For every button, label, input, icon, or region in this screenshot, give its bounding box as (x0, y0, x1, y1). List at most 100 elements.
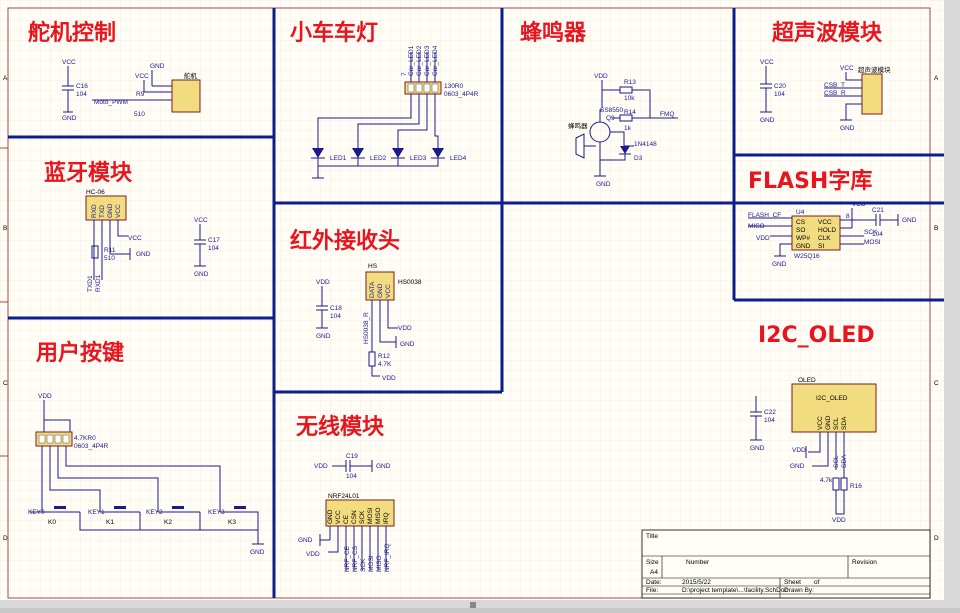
svg-text:C19: C19 (346, 453, 358, 460)
car-lights-circuit: 7 Car_LED1 Car_LED2 Car_LED3 Car_LED4 13… (311, 45, 479, 179)
svg-text:VDD: VDD (792, 447, 806, 454)
ultrasonic-circuit: VCC C20 104 GND VCC 超声波模块 CSB_T CSB_R GN… (760, 59, 891, 132)
svg-text:HS0038: HS0038 (398, 279, 422, 286)
svg-text:HS0038_R: HS0038_R (363, 312, 370, 344)
keys-circuit: VDD 4.7KR0 0603_4P4R KEY0 KEY1 KEY2 KEY3… (28, 393, 265, 556)
svg-text:舵机: 舵机 (184, 71, 198, 80)
svg-text:Car_LED3: Car_LED3 (424, 45, 431, 76)
svg-text:VCC: VCC (335, 510, 342, 524)
svg-text:MISO: MISO (375, 507, 382, 524)
svg-text:K3: K3 (228, 519, 236, 526)
svg-text:VDD: VDD (398, 325, 412, 332)
svg-text:D: D (934, 535, 939, 542)
svg-text:MOSI: MOSI (864, 239, 881, 246)
svg-text:104: 104 (346, 473, 357, 480)
title-block-revision-label: Revision (852, 559, 877, 566)
svg-text:WP#: WP# (796, 235, 810, 242)
svg-text:CSB_T: CSB_T (824, 82, 845, 89)
svg-text:GND: GND (796, 243, 811, 250)
title-ultrasonic: 超声波模块 (772, 21, 883, 46)
svg-text:K2: K2 (164, 519, 172, 526)
svg-text:GND: GND (327, 509, 334, 524)
svg-text:7: 7 (401, 72, 408, 76)
svg-text:C21: C21 (872, 207, 884, 214)
title-block-file-value: D:\project template\...\facility.SchDoc (682, 587, 788, 594)
svg-text:HC-06: HC-06 (86, 189, 105, 196)
svg-text:VCC: VCC (840, 65, 854, 72)
svg-text:4.7k: 4.7k (820, 477, 833, 484)
border-row-labels: A B C D A B C D (3, 75, 939, 542)
wireless-circuit: VDD C19 104 GND NRF24L01 GND VCC CE CSN … (298, 453, 395, 572)
svg-text:130R0: 130R0 (444, 83, 464, 90)
svg-text:GND: GND (825, 415, 832, 430)
row-label-a: A (3, 75, 8, 82)
svg-text:VDD: VDD (594, 73, 608, 80)
svg-text:Car_LED4: Car_LED4 (432, 45, 439, 76)
svg-text:GND: GND (150, 63, 165, 70)
svg-text:KEY1: KEY1 (88, 509, 105, 516)
svg-text:CLK: CLK (818, 235, 831, 242)
svg-text:NRF24L01: NRF24L01 (328, 493, 360, 500)
svg-text:GND: GND (377, 283, 384, 298)
svg-text:VDD: VDD (306, 551, 320, 558)
svg-text:VDD: VDD (316, 279, 330, 286)
svg-text:GND: GND (107, 203, 114, 218)
svg-text:C17: C17 (208, 237, 220, 244)
svg-text:C18: C18 (330, 305, 342, 312)
svg-text:1N4148: 1N4148 (634, 141, 657, 148)
svg-text:U4: U4 (796, 209, 805, 216)
svg-text:C16: C16 (76, 83, 88, 90)
svg-text:SDA: SDA (841, 454, 848, 468)
svg-text:GND: GND (400, 341, 415, 348)
title-bluetooth: 蓝牙模块 (44, 161, 133, 186)
svg-text:SCK: SCK (864, 229, 878, 236)
svg-text:104: 104 (330, 313, 341, 320)
svg-text:0603_4P4R: 0603_4P4R (444, 91, 479, 98)
svg-text:VCC: VCC (62, 59, 76, 66)
svg-text:VCC: VCC (818, 219, 832, 226)
svg-text:VDD: VDD (38, 393, 52, 400)
svg-text:蜂鸣器: 蜂鸣器 (568, 121, 588, 130)
svg-text:8: 8 (846, 213, 850, 220)
svg-text:KEY0: KEY0 (28, 509, 45, 516)
svg-text:MOSI: MOSI (368, 555, 375, 572)
svg-text:SI: SI (818, 243, 824, 250)
title-block-title-label: Title (646, 533, 658, 540)
title-block-date-label: Date: (646, 579, 662, 586)
svg-text:VCC: VCC (385, 284, 392, 298)
svg-text:C: C (934, 380, 939, 387)
svg-text:R14: R14 (624, 109, 636, 116)
buzzer-circuit: VDD R13 10k SS8550 Q9 R14 1k FMQ 蜂鸣器 1N4… (568, 73, 678, 188)
svg-text:VCC: VCC (817, 416, 824, 430)
svg-text:GND: GND (194, 271, 209, 278)
svg-text:GND: GND (298, 537, 313, 544)
svg-text:NRF_CS: NRF_CS (352, 545, 359, 572)
svg-text:104: 104 (872, 231, 883, 238)
svg-text:4.7KR0: 4.7KR0 (74, 435, 96, 442)
svg-text:GND: GND (790, 463, 805, 470)
title-servo: 舵机控制 (28, 20, 116, 46)
title-block-number-label: Number (686, 559, 710, 566)
svg-text:CSB_R: CSB_R (824, 90, 846, 97)
svg-text:GND: GND (760, 117, 775, 124)
svg-text:GND: GND (316, 333, 331, 340)
svg-text:10k: 10k (624, 95, 635, 102)
title-block-of-label: of (814, 579, 820, 586)
svg-text:RXD1: RXD1 (95, 274, 102, 292)
svg-text:CE: CE (343, 514, 350, 524)
svg-text:VCC: VCC (115, 204, 122, 218)
title-block-date-value: 2015/5/22 (682, 579, 711, 586)
title-block-size-value: A4 (650, 569, 658, 576)
svg-text:MISO: MISO (376, 555, 383, 572)
svg-text:K0: K0 (48, 519, 56, 526)
svg-text:I2C_OLED: I2C_OLED (816, 395, 848, 402)
row-label-d: D (3, 535, 8, 542)
svg-text:VDD: VDD (314, 463, 328, 470)
svg-text:HS: HS (368, 263, 378, 270)
svg-text:GND: GND (596, 181, 611, 188)
title-flash: FLASH字库 (748, 168, 872, 194)
oled-circuit: OLED I2C_OLED VCC GND SCL SDA C22 104 GN… (750, 377, 877, 524)
svg-text:VCC: VCC (135, 73, 149, 80)
svg-text:R9: R9 (136, 91, 145, 98)
